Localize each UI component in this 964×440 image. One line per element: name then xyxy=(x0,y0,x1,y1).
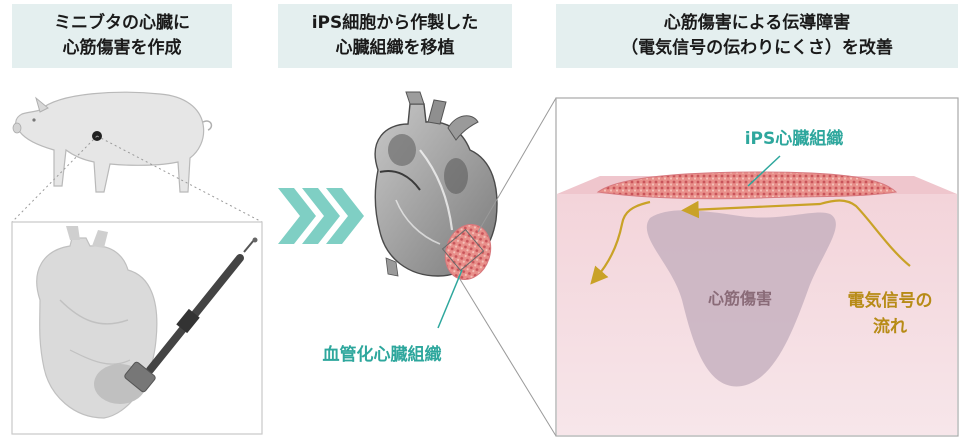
panel2-title-line2: 心臓組織を移植 xyxy=(335,38,455,58)
graft-zoom-marker xyxy=(441,228,485,272)
injury-label: 心筋傷害 xyxy=(708,289,772,308)
ips-tissue-label: iPS心臓組織 xyxy=(745,128,844,149)
zoom-line-left xyxy=(11,135,98,223)
zoom-line-right xyxy=(96,135,263,223)
myocardial-injury-region xyxy=(646,210,836,387)
signal-flow-arrows xyxy=(590,199,911,285)
injury-instrument xyxy=(124,237,258,393)
panel1-title-line2: 心筋傷害を作成 xyxy=(62,38,182,58)
panel1-title: ミニブタの心臓に 心筋傷害を作成 xyxy=(12,4,232,68)
zoom-line-bottom xyxy=(457,275,557,437)
panel3-title: 心筋傷害による伝導障害 （電気信号の伝わりにくさ）を改善 xyxy=(556,4,958,68)
panel3-title-line1: 心筋傷害による伝導障害 xyxy=(663,13,851,33)
chevron-arrow-icon xyxy=(278,188,364,244)
graft-label-pointer xyxy=(437,269,463,329)
panel3-title-line2: （電気信号の伝わりにくさ）を改善 xyxy=(621,38,893,58)
ips-tissue-patch xyxy=(596,171,898,200)
minipig-illustration xyxy=(12,91,213,193)
panel2-title: iPS細胞から作製した 心臓組織を移植 xyxy=(278,4,512,68)
signal-label-line2: 流れ xyxy=(873,316,907,337)
zoom-line-top xyxy=(477,97,557,233)
panel1-title-line1: ミニブタの心臓に xyxy=(54,13,190,33)
ips-label-pointer xyxy=(747,155,781,187)
panel2-title-line1: iPS細胞から作製した xyxy=(311,13,479,33)
signal-label-line1: 電気信号の xyxy=(848,290,933,311)
vascularized-tissue-label: 血管化心臓組織 xyxy=(323,344,442,365)
